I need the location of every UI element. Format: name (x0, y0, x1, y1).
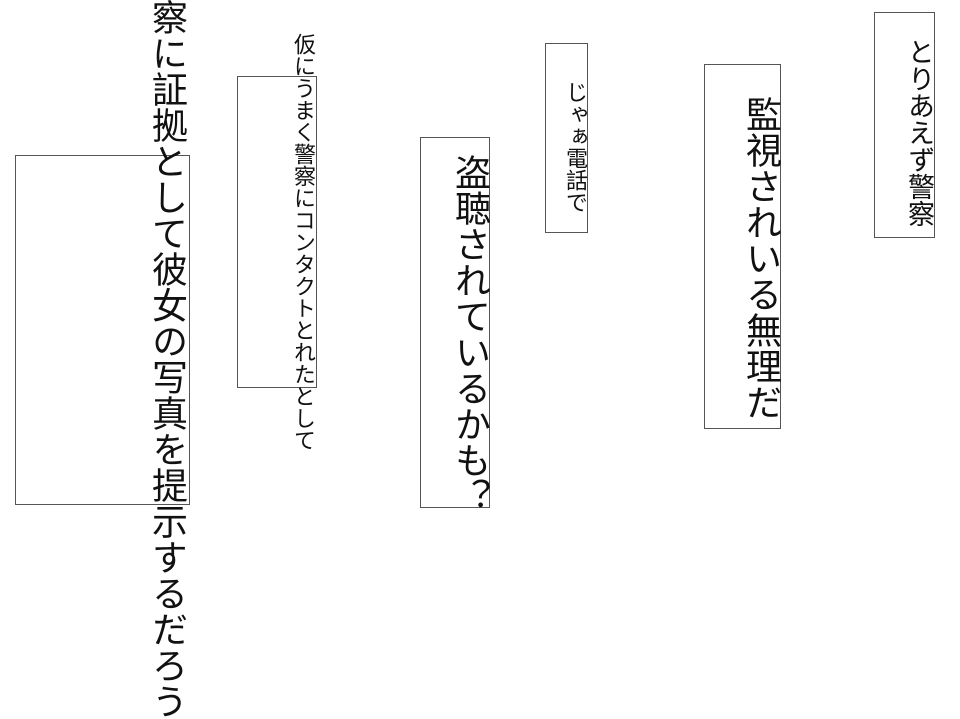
speech-line: 盗聴されているかも？ (449, 153, 490, 514)
speech-box-wiretap: 盗聴されているかも？ (420, 137, 490, 514)
speech-line: 彼女の写真を (146, 251, 187, 467)
speech-box-surveillance: 監視されいる無理だ (704, 64, 781, 429)
speech-box-phone: じゃぁ電話で (545, 43, 588, 233)
speech-line: 警察に証拠として (146, 0, 187, 251)
speech-line: とりあえず警察 (903, 37, 934, 227)
speech-box-contact: 仮にうまく警察に コンタクトとれたとして (237, 33, 317, 451)
speech-line: 提示するだろう (146, 467, 187, 719)
speech-box-police: とりあえず警察 (874, 12, 935, 238)
speech-line: 監視されいる無理だ (740, 95, 781, 420)
speech-box-evidence: 警察に証拠として 彼女の写真を 提示するだろう (15, 0, 190, 719)
speech-line: コンタクトとれたとして (290, 209, 315, 451)
speech-line: 仮にうまく警察に (290, 33, 315, 209)
speech-line: じゃぁ電話で (562, 80, 587, 213)
